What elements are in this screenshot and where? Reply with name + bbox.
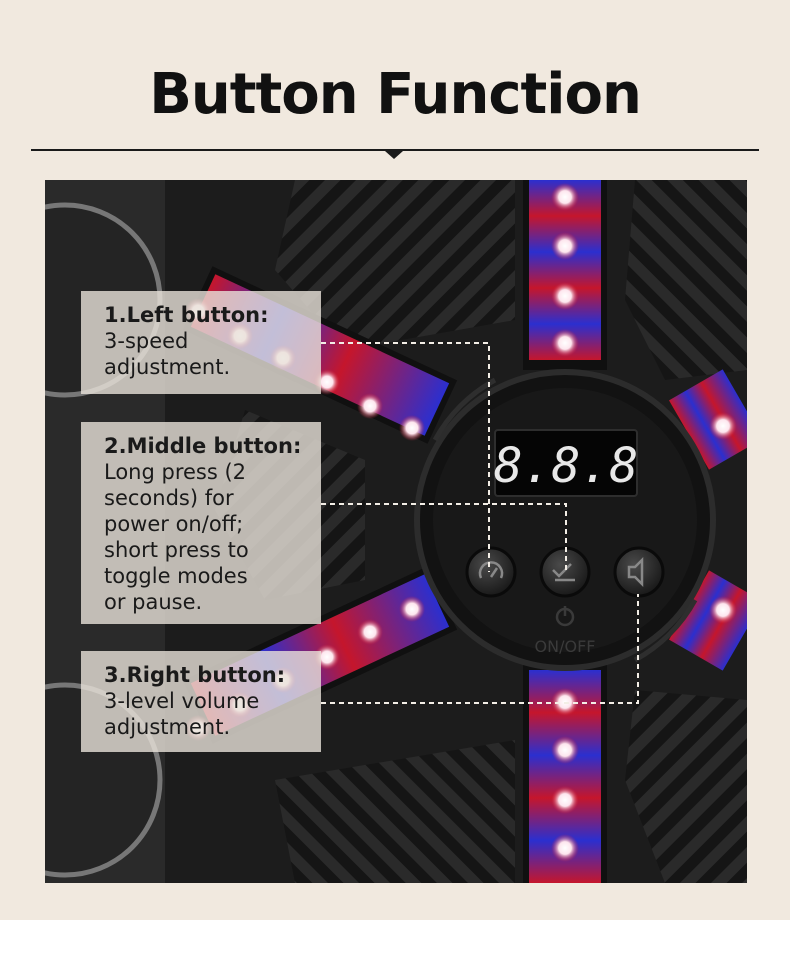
middle-power-mode-button[interactable] [539,546,591,598]
power-label: ON/OFF [535,637,596,656]
volume-icon [627,556,644,588]
display-readout: 8.8.8 [494,438,639,494]
callout-description: 3-level volume adjustment. [104,689,260,739]
callout-title: 2.Middle button: [104,434,302,458]
callout-right-button: 3.Right button: 3-level volume adjustmen… [81,651,321,752]
callout-description: 3-speed adjustment. [104,329,231,379]
divider-notch-icon [385,151,403,159]
callout-middle-button: 2.Middle button: Long press (2 seconds) … [81,422,321,624]
left-speed-button[interactable] [465,546,517,598]
segment-display [494,429,638,497]
mode-icon [552,563,572,578]
callout-left-button: 1.Left button: 3-speed adjustment. [81,291,321,394]
title-divider [31,149,759,151]
callout-title: 3.Right button: [104,663,286,687]
product-info-page: Button Function [0,0,790,920]
page-title: Button Function [149,62,642,127]
callout-title: 1.Left button: [104,303,269,327]
callout-description: Long press (2 seconds) for power on/off;… [104,460,249,614]
right-volume-button[interactable] [613,546,665,598]
